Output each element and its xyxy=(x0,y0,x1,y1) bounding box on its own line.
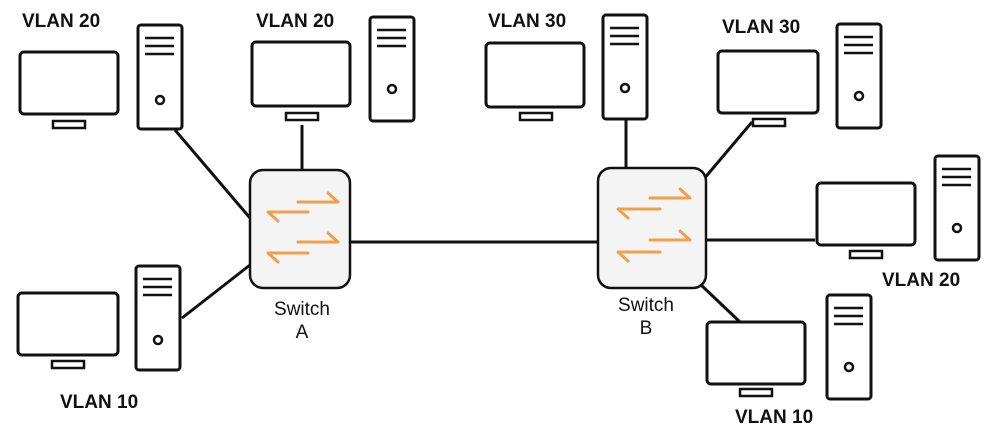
vlan-label-b-top-right: VLAN 30 xyxy=(722,17,801,38)
host-a-top-left xyxy=(18,23,184,131)
switch-a-label-name: Switch xyxy=(274,299,330,320)
vlan-label-a-bottom: VLAN 10 xyxy=(60,392,139,413)
host-b-top xyxy=(484,13,649,122)
switch-a-label-id: A xyxy=(295,322,309,343)
link-switch-b-host-bottom xyxy=(698,282,742,324)
switch-arrows-icon xyxy=(616,187,692,263)
host-a-bottom xyxy=(16,264,182,372)
desktop-computer-icon xyxy=(716,22,883,130)
link-switch-b-host-top-right xyxy=(701,121,754,181)
desktop-computer-icon xyxy=(18,23,184,131)
desktop-computer-icon xyxy=(815,154,981,262)
switch-arrows-icon xyxy=(266,191,340,264)
host-a-top xyxy=(250,15,416,123)
vlan-label-a-top-left: VLAN 20 xyxy=(22,11,101,32)
desktop-computer-icon xyxy=(250,15,416,123)
switch-a xyxy=(248,168,352,290)
host-b-bottom xyxy=(705,293,873,401)
link-switch-a-host-bottom xyxy=(181,263,251,320)
host-b-top-right xyxy=(716,22,883,130)
switch-b-label-id: B xyxy=(639,318,653,339)
vlan-label-a-top: VLAN 20 xyxy=(256,11,335,32)
vlan-label-b-right: VLAN 20 xyxy=(882,270,961,291)
desktop-computer-icon xyxy=(16,264,182,372)
switch-b-label: Switch B xyxy=(601,294,691,340)
vlan-label-b-top: VLAN 30 xyxy=(488,11,567,32)
link-switch-a-host-top-left xyxy=(173,129,252,219)
links xyxy=(173,118,815,324)
vlan-label-b-bottom: VLAN 10 xyxy=(735,407,814,428)
host-b-right xyxy=(815,154,981,262)
desktop-computer-icon xyxy=(705,293,873,401)
desktop-computer-icon xyxy=(484,13,649,122)
switch-a-label: Switch A xyxy=(257,298,347,344)
switch-b-label-name: Switch xyxy=(618,295,674,316)
switch-b xyxy=(596,166,708,290)
